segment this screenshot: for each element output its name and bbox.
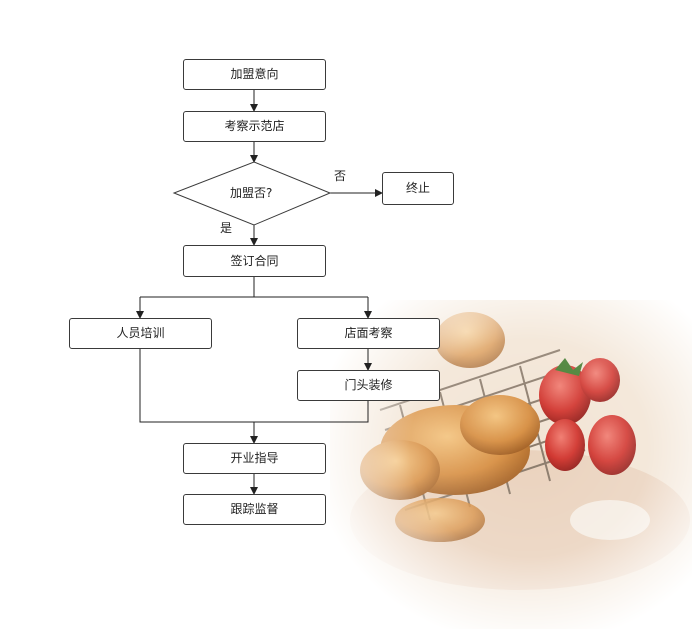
strawberry (539, 365, 591, 425)
no-branch-label: 否 (334, 169, 347, 183)
node-training: 人员培训 (69, 318, 212, 349)
decision-diamond (172, 161, 332, 226)
node-supervision: 跟踪监督 (183, 494, 326, 525)
node-decoration: 门头装修 (297, 370, 440, 401)
node-visit-store: 考察示范店 (183, 111, 326, 142)
node-end: 终止 (382, 172, 454, 205)
node-survey: 店面考察 (297, 318, 440, 349)
croissant-photo (330, 300, 692, 629)
node-opening: 开业指导 (183, 443, 326, 474)
node-contract: 签订合同 (183, 245, 326, 277)
node-start: 加盟意向 (183, 59, 326, 90)
connectors (136, 90, 383, 495)
yes-branch-label: 是 (220, 221, 233, 235)
node-decision-label: 加盟否? (230, 186, 273, 200)
connector-contract-split (140, 277, 255, 298)
